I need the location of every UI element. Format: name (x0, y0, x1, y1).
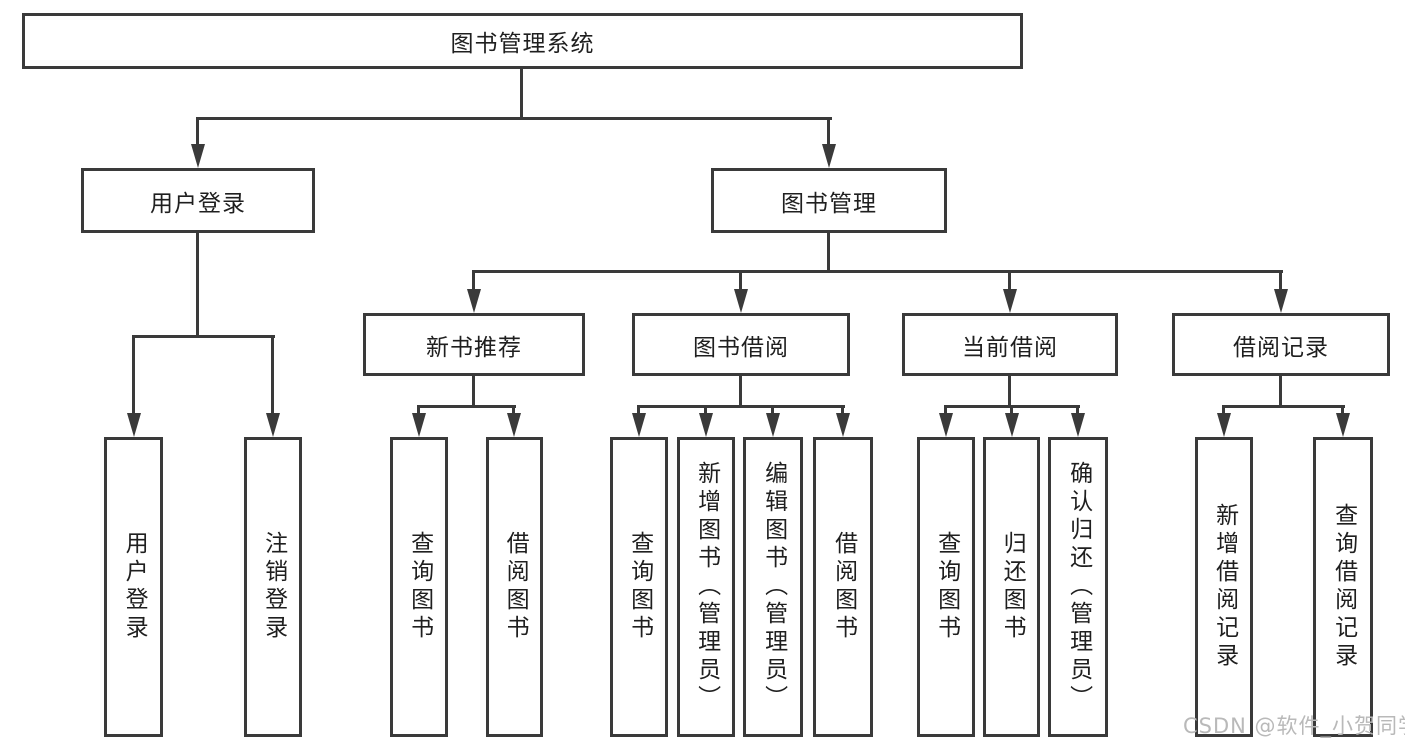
edge-drop-bor-edit (771, 405, 774, 416)
arrowhead-bor-query (632, 413, 646, 437)
arrowhead-cur-return (1005, 413, 1019, 437)
edge-drop-borrow-records (1279, 270, 1282, 292)
leaf-recommend-borrow-books: 借阅图书 (486, 437, 543, 737)
leaf-user-login-label: 用户登录 (121, 531, 148, 643)
edge-drop-cur-confirm (1076, 405, 1079, 416)
arrowhead-borrow-records (1274, 289, 1288, 313)
leaf-return-books: 归还图书 (983, 437, 1040, 737)
arrowhead-leaf-logout (266, 413, 280, 437)
node-root: 图书管理系统 (22, 13, 1023, 69)
edge-drop-book-management (827, 117, 830, 146)
arrowhead-rec-add-record (1217, 413, 1231, 437)
leaf-add-borrow-record-label: 新增借阅记录 (1211, 503, 1238, 671)
node-new-book-recommend: 新书推荐 (363, 313, 585, 376)
edge-drop-book-borrow (739, 270, 742, 292)
edge-drop-rec-query (417, 405, 420, 416)
edge-drop-bor-add (704, 405, 707, 416)
edge-drop-cur-query (944, 405, 947, 416)
arrowhead-book-management (822, 144, 836, 168)
edge-drop-rec-add-record (1222, 405, 1225, 416)
leaf-add-books-admin-label: 新增图书（管理员） (693, 461, 720, 713)
edge-drop-bor-borrow (841, 405, 844, 416)
arrowhead-leaf-user-login (127, 413, 141, 437)
node-book-borrow: 图书借阅 (632, 313, 850, 376)
edge-drop-current-borrow (1008, 270, 1011, 292)
edge-drop-rec-query-record (1341, 405, 1344, 416)
leaf-recommend-borrow-books-label: 借阅图书 (502, 531, 529, 643)
leaf-borrow-books-label: 借阅图书 (830, 531, 857, 643)
leaf-recommend-query-books: 查询图书 (390, 437, 448, 737)
edge-mgmt-branch (472, 270, 1283, 273)
node-current-borrow: 当前借阅 (902, 313, 1118, 376)
node-book-management: 图书管理 (711, 168, 947, 233)
edge-records-stem (1279, 376, 1282, 408)
node-borrow-records: 借阅记录 (1172, 313, 1390, 376)
csdn-watermark: CSDN @软件_小贺同学 (1183, 714, 1405, 738)
leaf-recommend-query-books-label: 查询图书 (406, 531, 433, 643)
edge-current-stem (1008, 376, 1011, 408)
arrowhead-user-login (191, 144, 205, 168)
arrowhead-recommend (467, 289, 481, 313)
arrowhead-bor-add (699, 413, 713, 437)
leaf-edit-books-admin: 编辑图书（管理员） (743, 437, 803, 737)
leaf-add-borrow-record: 新增借阅记录 (1195, 437, 1253, 737)
edge-drop-leaf-user-login (132, 335, 135, 415)
leaf-current-query-books: 查询图书 (917, 437, 975, 737)
edge-drop-bor-query (637, 405, 640, 416)
edge-recommend-branch (417, 405, 516, 408)
edge-root-stem (520, 69, 523, 120)
arrowhead-current-borrow (1003, 289, 1017, 313)
arrowhead-book-borrow (734, 289, 748, 313)
arrowhead-rec-query-record (1336, 413, 1350, 437)
edge-login-branch (132, 335, 275, 338)
edge-records-branch (1222, 405, 1345, 408)
edge-root-branch (196, 117, 832, 120)
leaf-confirm-return-admin: 确认归还（管理员） (1048, 437, 1108, 737)
edge-borrow-branch (637, 405, 845, 408)
edge-drop-recommend (472, 270, 475, 292)
edge-recommend-stem (472, 376, 475, 408)
leaf-query-borrow-record-label: 查询借阅记录 (1330, 503, 1357, 671)
node-user-login: 用户登录 (81, 168, 315, 233)
leaf-logout: 注销登录 (244, 437, 302, 737)
leaf-current-query-books-label: 查询图书 (933, 531, 960, 643)
leaf-borrow-query-books: 查询图书 (610, 437, 668, 737)
leaf-add-books-admin: 新增图书（管理员） (677, 437, 735, 737)
leaf-edit-books-admin-label: 编辑图书（管理员） (760, 461, 787, 713)
edge-login-stem (196, 232, 199, 338)
arrowhead-bor-edit (766, 413, 780, 437)
arrowhead-rec-borrow (507, 413, 521, 437)
leaf-confirm-return-admin-label: 确认归还（管理员） (1065, 461, 1092, 713)
arrowhead-bor-borrow (836, 413, 850, 437)
edge-borrow-stem (739, 376, 742, 408)
leaf-logout-label: 注销登录 (260, 531, 287, 643)
arrowhead-cur-query (939, 413, 953, 437)
arrowhead-rec-query (412, 413, 426, 437)
leaf-borrow-query-books-label: 查询图书 (626, 531, 653, 643)
arrowhead-cur-confirm (1071, 413, 1085, 437)
leaf-query-borrow-record: 查询借阅记录 (1313, 437, 1373, 737)
edge-drop-user-login (196, 117, 199, 146)
leaf-user-login: 用户登录 (104, 437, 163, 737)
edge-drop-cur-return (1010, 405, 1013, 416)
edge-mgmt-stem (827, 233, 830, 273)
edge-drop-leaf-logout (271, 335, 274, 415)
leaf-borrow-books: 借阅图书 (813, 437, 873, 737)
edge-drop-rec-borrow (512, 405, 515, 416)
leaf-return-books-label: 归还图书 (999, 531, 1026, 643)
